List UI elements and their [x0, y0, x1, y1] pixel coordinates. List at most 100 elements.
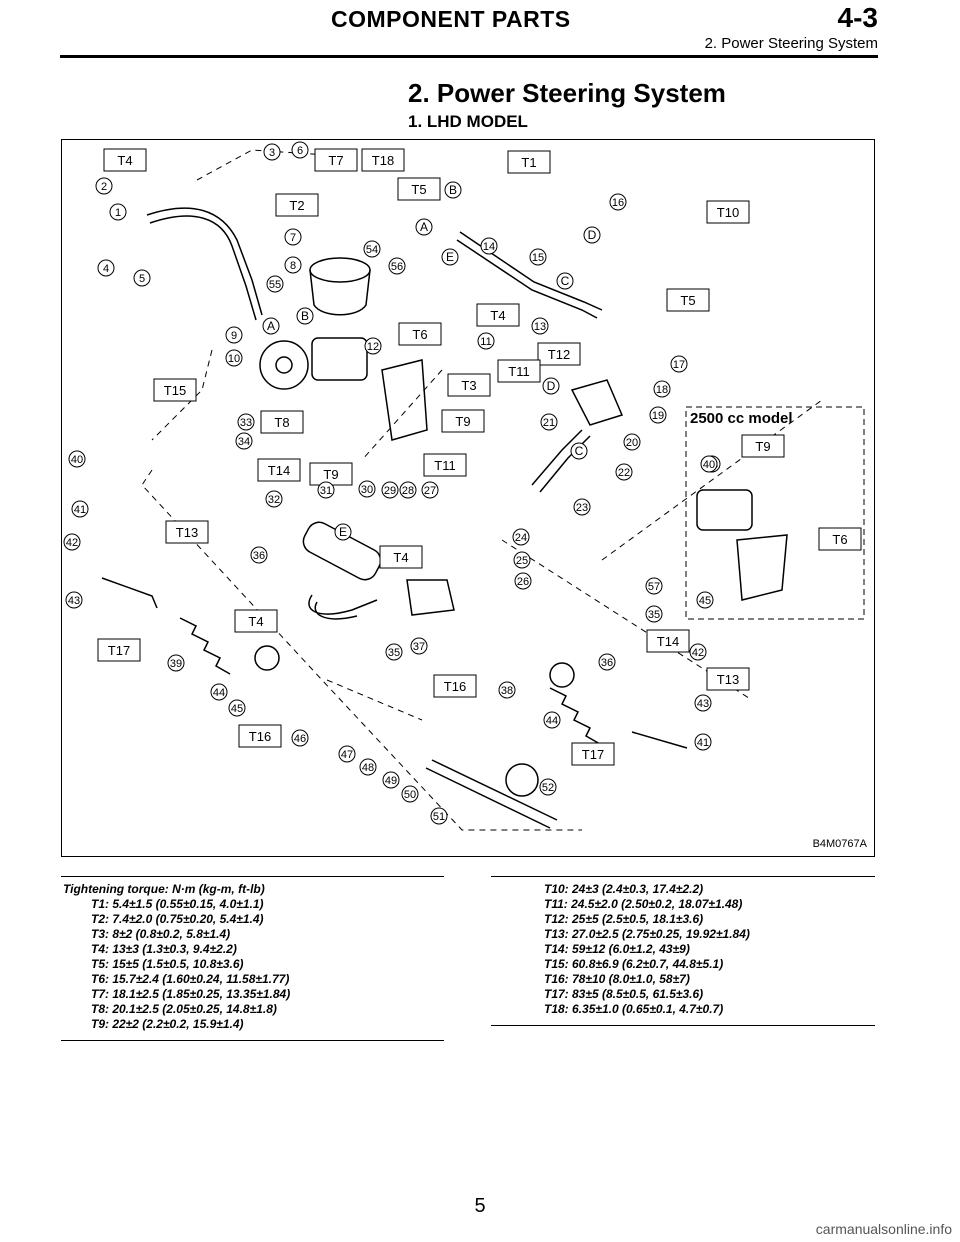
torque-tag-t14: T14 — [257, 458, 301, 482]
part-number-label: 29 — [384, 485, 396, 497]
part-number-39: 39 — [167, 654, 185, 672]
part-number-label: 10 — [228, 353, 240, 365]
torque-tag-label: T14 — [268, 463, 290, 478]
part-number-label: 27 — [424, 485, 436, 497]
part-number-label: 45 — [699, 595, 711, 607]
part-number-4: 4 — [97, 259, 115, 277]
torque-tag-label: T4 — [117, 153, 132, 168]
header-subtitle: 2. Power Steering System — [704, 35, 878, 52]
part-number-label: 13 — [534, 321, 546, 333]
torque-heading: Tightening torque: N·m (kg-m, ft-lb) — [63, 882, 265, 896]
watermark: carmanualsonline.info — [815, 1221, 952, 1237]
part-number-label: 25 — [516, 555, 528, 567]
part-number-label: 56 — [391, 261, 403, 273]
part-number-label: 45 — [231, 703, 243, 715]
part-number-label: 35 — [648, 609, 660, 621]
part-number-32: 32 — [265, 490, 283, 508]
part-number-55: 55 — [266, 275, 284, 293]
torque-tag-label: T3 — [461, 378, 476, 393]
part-number-12: 12 — [364, 337, 382, 355]
torque-entry: T10: 24±3 (2.4±0.3, 17.4±2.2) — [544, 882, 704, 896]
ref-letter-d: D — [542, 377, 560, 395]
torque-tag-label: T1 — [521, 155, 536, 170]
torque-entry: T15: 60.8±6.9 (6.2±0.7, 44.8±5.1) — [544, 957, 724, 971]
torque-tag-t17: T17 — [97, 638, 141, 662]
torque-entry: T5: 15±5 (1.5±0.5, 10.8±3.6) — [91, 957, 244, 971]
part-number-27: 27 — [421, 481, 439, 499]
ref-letter-label: C — [575, 444, 584, 458]
part-number-label: 36 — [253, 550, 265, 562]
torque-tag-t1: T1 — [507, 150, 551, 174]
section-title: 2. Power Steering System — [408, 78, 726, 108]
part-number-label: 16 — [612, 197, 624, 209]
ref-letter-label: A — [267, 319, 275, 333]
part-number-label: 40 — [703, 459, 715, 471]
torque-entry: T7: 18.1±2.5 (1.85±0.25, 13.35±1.84) — [91, 987, 291, 1001]
torque-tag-label: T5 — [680, 293, 695, 308]
torque-tag-label: T4 — [393, 550, 408, 565]
part-number-label: 4 — [103, 263, 109, 275]
part-number-label: 39 — [170, 658, 182, 670]
part-number-51: 51 — [430, 807, 448, 825]
part-number-label: 44 — [546, 715, 558, 727]
part-number-23: 23 — [573, 498, 591, 516]
part-number-label: 9 — [231, 330, 237, 342]
torque-tag-label: T12 — [548, 347, 570, 362]
torque-tag-label: T16 — [444, 679, 466, 694]
ref-letter-e: E — [441, 248, 459, 266]
ref-letter-e: E — [334, 523, 352, 541]
torque-tag-t8: T8 — [260, 410, 304, 434]
header-section-number: 4-3 — [837, 2, 878, 33]
part-number-43: 43 — [65, 591, 83, 609]
part-number-label: 24 — [515, 532, 527, 544]
part-number-label: 44 — [213, 687, 225, 699]
torque-entry: T17: 83±5 (8.5±0.5, 61.5±3.6) — [544, 987, 704, 1001]
torque-entry: T4: 13±3 (1.3±0.3, 9.4±2.2) — [91, 942, 237, 956]
ref-letter-b: B — [296, 307, 314, 325]
torque-entry: T8: 20.1±2.5 (2.05±0.25, 14.8±1.8) — [91, 1002, 277, 1016]
torque-tag-label: T6 — [832, 532, 847, 547]
part-number-44: 44 — [543, 711, 561, 729]
part-number-6: 6 — [291, 141, 309, 159]
part-number-label: 28 — [402, 485, 414, 497]
ref-letter-label: D — [547, 379, 556, 393]
part-number-label: 32 — [268, 494, 280, 506]
part-number-11: 11 — [477, 332, 495, 350]
part-number-33: 33 — [237, 413, 255, 431]
torque-tag-t17: T17 — [571, 742, 615, 766]
part-number-40: 40 — [68, 450, 86, 468]
part-number-45: 45 — [228, 699, 246, 717]
torque-tag-label: T2 — [289, 198, 304, 213]
page-number: 5 — [474, 1195, 486, 1217]
part-number-label: 48 — [362, 762, 374, 774]
part-number-label: 21 — [543, 417, 555, 429]
torque-top-rule-right — [491, 876, 875, 877]
part-number-54: 54 — [363, 240, 381, 258]
part-number-14: 14 — [480, 237, 498, 255]
part-number-42: 42 — [689, 643, 707, 661]
part-number-15: 15 — [529, 248, 547, 266]
ref-letter-label: E — [446, 250, 454, 264]
part-number-label: 20 — [626, 437, 638, 449]
torque-tag-label: T14 — [657, 634, 679, 649]
part-number-19: 19 — [649, 406, 667, 424]
part-number-30: 30 — [358, 480, 376, 498]
part-number-24: 24 — [512, 528, 530, 546]
part-number-label: 36 — [601, 657, 613, 669]
torque-entry: T1: 5.4±1.5 (0.55±0.15, 4.0±1.1) — [91, 897, 264, 911]
torque-entry: T18: 6.35±1.0 (0.65±0.1, 4.7±0.7) — [544, 1002, 724, 1016]
part-number-10: 10 — [225, 349, 243, 367]
torque-tag-label: T6 — [412, 327, 427, 342]
part-number-34: 34 — [235, 432, 253, 450]
part-number-label: 51 — [433, 811, 445, 823]
part-number-label: 34 — [238, 436, 250, 448]
torque-tag-t9: T9 — [309, 462, 353, 486]
torque-tag-t6: T6 — [398, 322, 442, 346]
part-number-36: 36 — [250, 546, 268, 564]
torque-tag-t5: T5 — [397, 177, 441, 201]
header-title: COMPONENT PARTS — [331, 6, 571, 32]
torque-entry: T13: 27.0±2.5 (2.75±0.25, 19.92±1.84) — [544, 927, 750, 941]
part-number-label: 23 — [576, 502, 588, 514]
part-number-label: 22 — [618, 467, 630, 479]
